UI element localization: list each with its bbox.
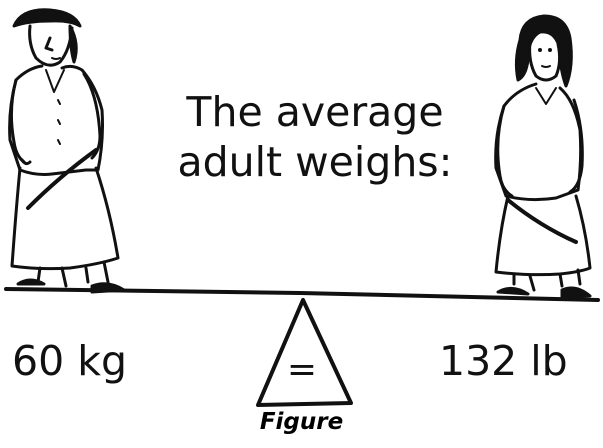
equals-sign: =: [282, 352, 322, 388]
left-weight-label: 60 kg: [12, 341, 127, 382]
woman-figure-icon: [10, 10, 124, 292]
heading-line-2: adult weighs:: [165, 142, 465, 183]
right-weight-label: 132 lb: [439, 341, 568, 382]
heading-line-1: The average: [165, 92, 465, 133]
woman-figure-icon: [496, 16, 590, 298]
figure-caption: Figure: [0, 411, 603, 434]
